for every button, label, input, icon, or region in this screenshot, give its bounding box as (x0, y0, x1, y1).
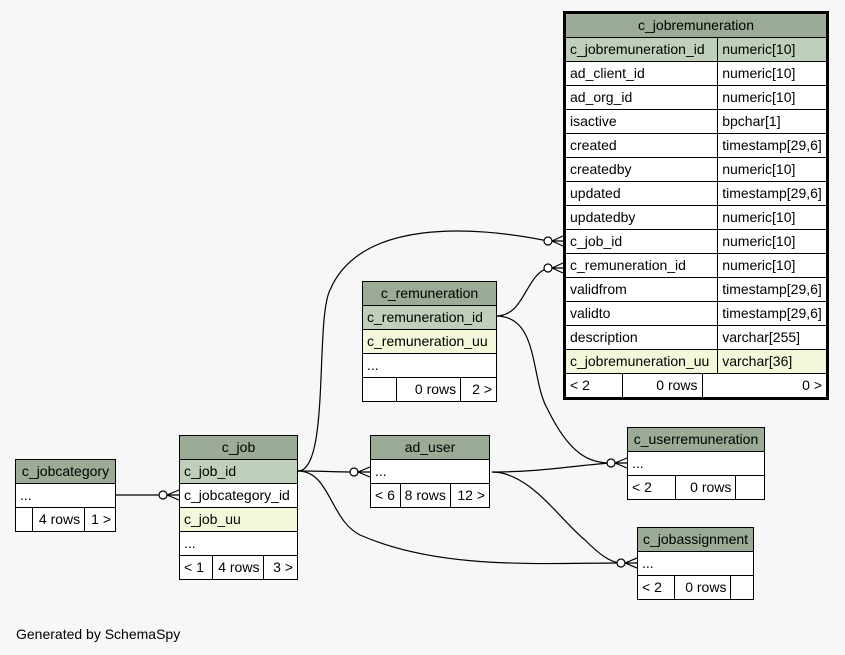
table-title[interactable]: c_jobremuneration (564, 12, 828, 38)
row-count: 0 rows (673, 575, 732, 600)
column-name: description (563, 325, 719, 350)
column-type: numeric[10] (717, 37, 828, 62)
zero-optional-marker (616, 558, 626, 568)
table-title[interactable]: c_job (179, 435, 298, 460)
table-title[interactable]: c_jobassignment (637, 527, 754, 552)
column-name: c_job_uu (179, 507, 298, 532)
zero-optional-marker (158, 490, 168, 500)
column-name: c_jobcategory_id (179, 483, 298, 508)
column-name: validfrom (563, 277, 719, 302)
crowfoot-marker (166, 489, 180, 501)
column-name: validto (563, 301, 719, 326)
children-link[interactable] (730, 575, 754, 600)
column-name: ... (370, 459, 490, 484)
children-link[interactable]: 0 > (802, 377, 822, 393)
crowfoot-marker (551, 235, 564, 247)
edge-remuneration-to-userremuneration (495, 315, 611, 464)
table-ad-user[interactable]: ad_user ... < 6 8 rows 12 > (370, 435, 491, 508)
row-count: 0 rows (674, 475, 737, 500)
parents-link[interactable] (14, 507, 34, 532)
crowfoot-marker (551, 262, 564, 274)
column-type: numeric[10] (717, 61, 828, 86)
column-type: numeric[10] (717, 85, 828, 110)
column-type: timestamp[29,6] (717, 133, 828, 158)
column-name: ... (179, 531, 298, 556)
column-name: ... (637, 551, 754, 576)
table-c-job[interactable]: c_job c_job_id c_jobcategory_id c_job_uu… (179, 435, 298, 580)
table-c-jobcategory[interactable]: c_jobcategory ... 4 rows 1 > (14, 459, 116, 532)
column-name: c_remuneration_id (362, 305, 497, 330)
column-type: varchar[255] (717, 325, 828, 350)
column-name: ad_client_id (563, 61, 719, 86)
column-type: timestamp[29,6] (717, 301, 828, 326)
parents-link[interactable]: < 1 (179, 555, 213, 580)
column-type: timestamp[29,6] (717, 277, 828, 302)
children-link[interactable]: 12 > (449, 483, 491, 508)
column-type: varchar[36] (717, 349, 828, 374)
table-c-userremuneration[interactable]: c_userremuneration ... < 2 0 rows (627, 427, 765, 500)
parents-link[interactable]: < 6 (370, 483, 401, 508)
table-title[interactable]: c_remuneration (362, 281, 497, 306)
edge-remuneration-to-jobremuneration (495, 267, 549, 317)
edge-job-to-jobremuneration (297, 230, 549, 472)
children-link[interactable]: 1 > (84, 507, 116, 532)
zero-optional-marker (349, 467, 359, 477)
edge-aduser-to-jobassignment (491, 471, 621, 564)
parents-link[interactable]: < 2 (637, 575, 675, 600)
crowfoot-marker (624, 557, 638, 569)
edge-aduser-to-userremuneration (491, 462, 611, 473)
crowfoot-marker (357, 466, 371, 478)
row-count: 0 rows (396, 377, 462, 402)
children-link[interactable]: 2 > (460, 377, 497, 402)
row-count: 4 rows (32, 507, 86, 532)
zero-optional-marker (606, 458, 616, 468)
column-name: c_jobremuneration_uu (563, 349, 719, 374)
edge-job-to-jobassignment (297, 470, 621, 565)
column-type: numeric[10] (717, 157, 828, 182)
row-count: 8 rows (399, 483, 451, 508)
column-name: ... (627, 451, 765, 476)
column-type: numeric[10] (717, 229, 828, 254)
zero-optional-marker (543, 236, 553, 246)
table-c-jobassignment[interactable]: c_jobassignment ... < 2 0 rows (637, 527, 754, 600)
column-type: numeric[10] (717, 205, 828, 230)
table-title[interactable]: ad_user (370, 435, 490, 460)
column-name: c_remuneration_id (563, 253, 719, 278)
column-name: c_remuneration_uu (362, 329, 497, 354)
column-name: updatedby (563, 205, 719, 230)
zero-optional-marker (543, 263, 553, 273)
row-count: 4 rows (211, 555, 265, 580)
column-name: ad_org_id (563, 85, 719, 110)
column-name: c_jobremuneration_id (563, 37, 719, 62)
table-title[interactable]: c_jobcategory (15, 459, 116, 484)
column-type: timestamp[29,6] (717, 181, 828, 206)
column-name: createdby (563, 157, 719, 182)
parents-link[interactable]: < 2 (566, 374, 623, 397)
column-name: ... (15, 483, 116, 508)
column-name: ... (362, 353, 497, 378)
column-name: c_job_id (179, 459, 298, 484)
column-type: numeric[10] (717, 253, 828, 278)
column-type: bpchar[1] (717, 109, 828, 134)
table-title[interactable]: c_userremuneration (627, 427, 765, 452)
column-name: created (563, 133, 719, 158)
crowfoot-marker (614, 457, 628, 469)
children-link[interactable]: 3 > (263, 555, 298, 580)
parents-link[interactable] (361, 377, 398, 402)
row-count: 0 rows (622, 374, 703, 397)
parents-link[interactable]: < 2 (627, 475, 676, 500)
column-name: c_job_id (563, 229, 719, 254)
column-name: updated (563, 181, 719, 206)
column-name: isactive (563, 109, 719, 134)
table-c-remuneration[interactable]: c_remuneration c_remuneration_id c_remun… (361, 281, 497, 402)
generated-by-footer: Generated by SchemaSpy (16, 626, 181, 642)
children-link[interactable] (735, 475, 765, 500)
